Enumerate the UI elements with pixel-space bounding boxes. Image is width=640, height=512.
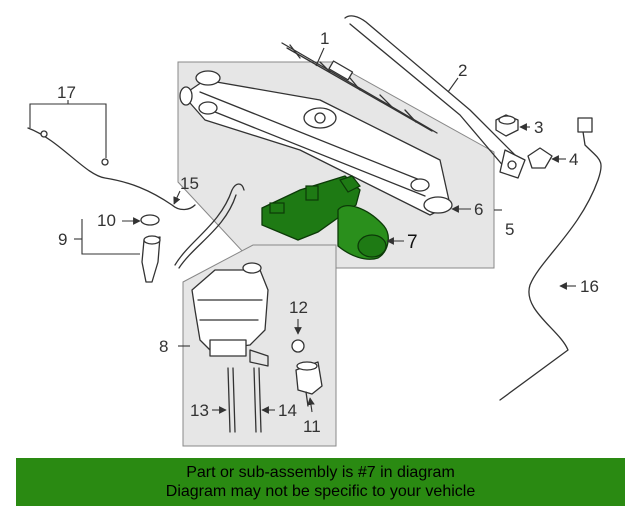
callout-5: 5: [505, 220, 514, 239]
grommet: [291, 339, 305, 353]
washer-nozzle: [140, 214, 161, 283]
callout-7: 7: [407, 232, 418, 253]
front-washer-hose: [27, 127, 196, 211]
washer-hose: [174, 183, 245, 269]
callout-15: 15: [180, 174, 199, 193]
wiper-motor: [261, 175, 389, 260]
callout-8: 8: [159, 337, 168, 356]
wiper-blade: [281, 42, 438, 134]
callout-4: 4: [569, 150, 578, 169]
callout-16: 16: [580, 277, 599, 296]
callout-2: 2: [458, 61, 467, 80]
callout-11: 11: [303, 417, 321, 436]
banner-line-2: Diagram may not be specific to your vehi…: [165, 483, 476, 500]
banner-line-1: Part or sub-assembly is #7 in diagram: [186, 464, 455, 481]
hoses: [227, 367, 262, 433]
callout-17: 17: [57, 83, 76, 102]
callout-1: 1: [320, 29, 329, 48]
washer-reservoir: [191, 262, 269, 367]
callout-9: 9: [58, 230, 67, 249]
info-banner: Part or sub-assembly is #7 in diagram Di…: [16, 458, 625, 506]
callout-14: 14: [278, 401, 297, 420]
wiper-linkage: [179, 70, 453, 216]
rear-washer-hose: [499, 117, 602, 401]
callout-3: 3: [534, 118, 543, 137]
parts-diagram: 1 2 3 4 5 6 7 8 9 10 11 12 13 14 15 16 1…: [27, 15, 602, 447]
callout-13: 13: [190, 401, 209, 420]
callout-6: 6: [474, 200, 483, 219]
callout-12: 12: [289, 298, 308, 317]
wiper-arm: [344, 15, 526, 179]
nut: [495, 114, 519, 137]
cap: [527, 147, 553, 169]
leader-lines: [29, 47, 576, 414]
callout-10: 10: [97, 211, 116, 230]
washer-pump: [295, 361, 323, 407]
